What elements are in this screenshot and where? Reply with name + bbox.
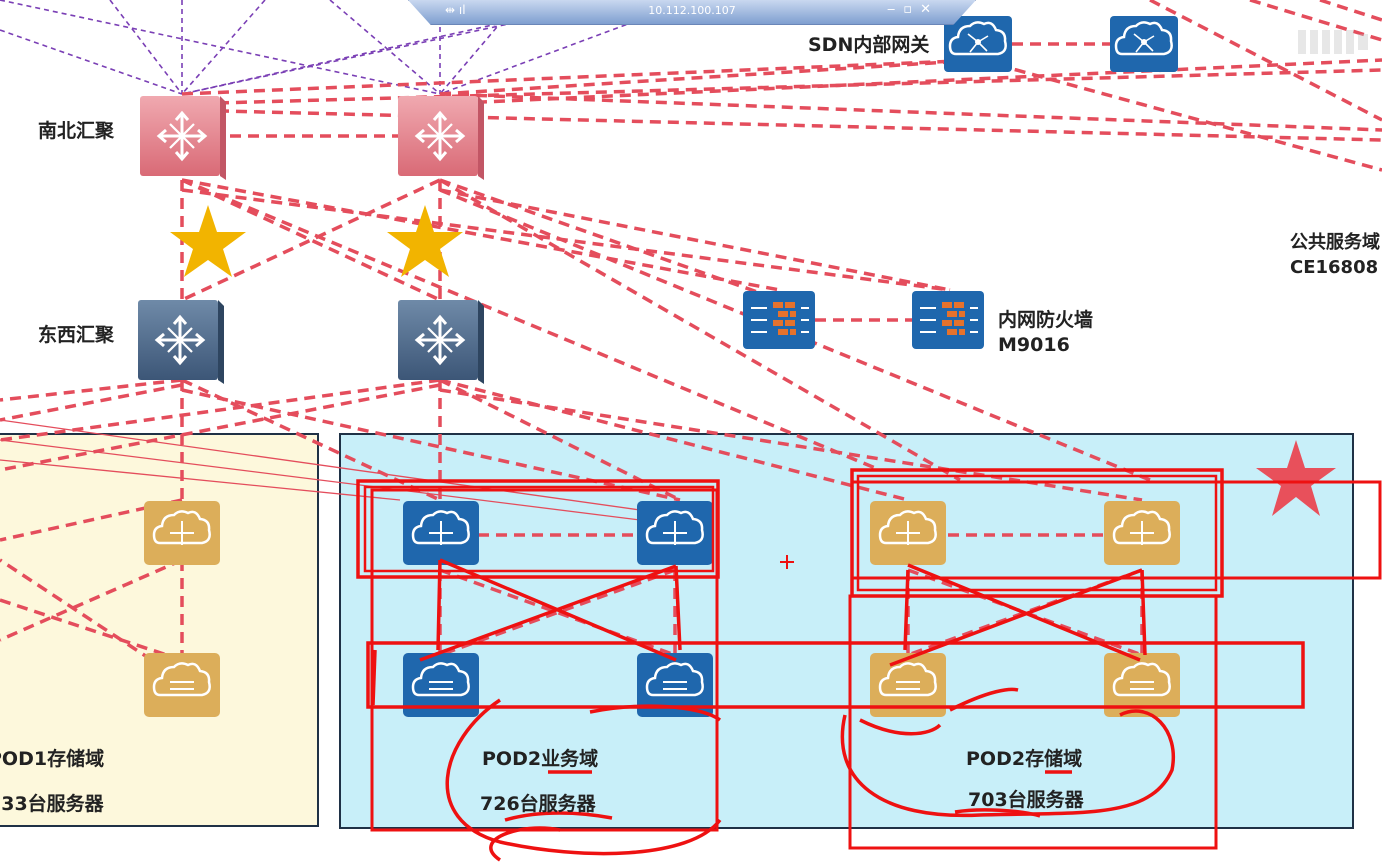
sdn-gateway-icon[interactable] bbox=[1110, 16, 1178, 72]
thin-links bbox=[0, 419, 641, 521]
firewall-name-label: 内网防火墙 bbox=[998, 309, 1094, 331]
pod1-storage-region bbox=[0, 433, 319, 827]
cloud-switch-icon[interactable] bbox=[870, 653, 946, 717]
watermark-logo-icon bbox=[1298, 30, 1368, 54]
cloud-switch-icon[interactable] bbox=[144, 653, 220, 717]
pod2-business-servers-label: 726台服务器 bbox=[480, 793, 596, 815]
signal-icon: ⇹ ıl bbox=[445, 3, 466, 17]
window-ip: 10.112.100.107 bbox=[648, 4, 736, 17]
pod2-storage-label: POD2存储域 bbox=[966, 748, 1083, 770]
cloud-router-icon[interactable] bbox=[870, 501, 946, 565]
north-south-label: 南北汇聚 bbox=[38, 120, 115, 142]
pod2-storage-servers-label: 703台服务器 bbox=[968, 789, 1084, 811]
remote-window-titlebar[interactable]: ⇹ ıl 10.112.100.107 ‒▫✕ bbox=[408, 0, 976, 25]
router-icon[interactable] bbox=[140, 96, 226, 180]
plus-icon bbox=[780, 555, 794, 569]
router-icon[interactable] bbox=[138, 300, 224, 384]
cloud-router-icon[interactable] bbox=[403, 501, 479, 565]
cloud-switch-icon[interactable] bbox=[1104, 653, 1180, 717]
pod1-storage-label: POD1存储域 bbox=[0, 748, 105, 770]
window-controls-icon[interactable]: ‒▫✕ bbox=[887, 2, 939, 17]
cloud-router-icon[interactable] bbox=[144, 501, 220, 565]
public-service-label: 公共服务域 bbox=[1290, 232, 1380, 253]
router-icon[interactable] bbox=[398, 300, 484, 384]
star-icon bbox=[387, 205, 463, 277]
pod2-business-label: POD2业务域 bbox=[482, 748, 599, 770]
router-icon[interactable] bbox=[398, 96, 484, 180]
public-model-label: CE16808 bbox=[1290, 257, 1379, 278]
cloud-router-icon[interactable] bbox=[1104, 501, 1180, 565]
annotation-marks bbox=[356, 468, 1382, 862]
firewall-icon[interactable] bbox=[912, 291, 984, 349]
cloud-router-icon[interactable] bbox=[637, 501, 713, 565]
sdn-gateway-label: SDN内部网关 bbox=[808, 34, 930, 56]
firewall-model-label: M9016 bbox=[998, 334, 1070, 356]
cloud-switch-icon[interactable] bbox=[637, 653, 713, 717]
sdn-gateway-icon[interactable] bbox=[944, 16, 1012, 72]
firewall-icon[interactable] bbox=[743, 291, 815, 349]
star-icon bbox=[170, 205, 246, 277]
cloud-switch-icon[interactable] bbox=[403, 653, 479, 717]
pod1-servers-label: 733台服务器 bbox=[0, 793, 104, 815]
east-west-label: 东西汇聚 bbox=[38, 324, 115, 346]
star-icon bbox=[1256, 440, 1336, 516]
